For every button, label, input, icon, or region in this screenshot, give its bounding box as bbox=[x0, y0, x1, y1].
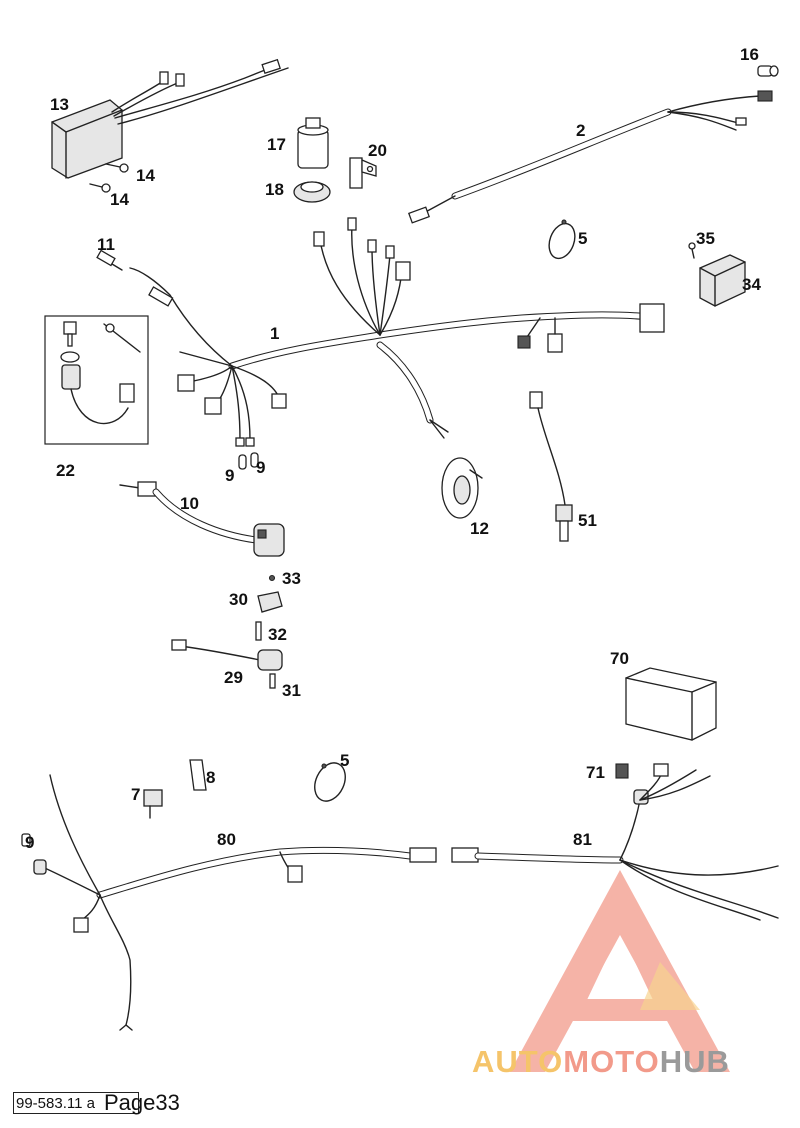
nut-33 bbox=[268, 574, 276, 582]
screw-14-upper bbox=[105, 163, 129, 173]
callout-33: 33 bbox=[282, 569, 301, 588]
callout-17: 17 bbox=[267, 135, 286, 154]
callout-11: 11 bbox=[97, 235, 115, 254]
horn[interactable] bbox=[441, 457, 483, 519]
callout-10: 10 bbox=[180, 494, 199, 513]
fuse-holder-71[interactable] bbox=[615, 763, 629, 779]
logo-text-auto: AUTO bbox=[472, 1044, 564, 1079]
callout-81: 81 bbox=[573, 830, 592, 849]
screw-31 bbox=[269, 673, 276, 689]
callout-71: 71 bbox=[586, 763, 605, 782]
callout-9-left: 9 bbox=[225, 466, 234, 485]
callout-70: 70 bbox=[610, 649, 629, 668]
callout-51: 51 bbox=[578, 511, 597, 530]
callout-18: 18 bbox=[265, 180, 284, 199]
sensor-11[interactable] bbox=[96, 249, 123, 271]
cdi-unit[interactable] bbox=[51, 58, 289, 179]
cable-tie-lower[interactable] bbox=[309, 758, 351, 806]
bulb-9-right[interactable] bbox=[250, 452, 259, 468]
housing-30[interactable] bbox=[257, 591, 283, 613]
callout-22: 22 bbox=[56, 461, 75, 480]
callout-13: 13 bbox=[50, 95, 69, 114]
callout-1: 1 bbox=[270, 324, 279, 343]
screw-14-lower bbox=[89, 183, 111, 193]
logo-text-moto: MOTO bbox=[563, 1044, 660, 1079]
bulb-9-left[interactable] bbox=[238, 454, 247, 470]
callout-30: 30 bbox=[229, 590, 248, 609]
callout-9-rear: 9 bbox=[25, 833, 34, 852]
watermark-logo-text: AUTOMOTOHUB bbox=[472, 1044, 730, 1080]
callout-31: 31 bbox=[282, 681, 301, 700]
bracket-8[interactable] bbox=[189, 759, 207, 791]
screw-32 bbox=[255, 621, 262, 641]
callout-5-lower: 5 bbox=[340, 751, 349, 770]
callout-16: 16 bbox=[740, 45, 759, 64]
bracket-20[interactable] bbox=[349, 157, 377, 189]
callout-14-lower: 14 bbox=[110, 190, 129, 209]
bulb-16[interactable] bbox=[757, 65, 779, 77]
logo-text-hub: HUB bbox=[659, 1044, 730, 1079]
callout-29: 29 bbox=[224, 668, 243, 687]
document-code: 99-583.11 a bbox=[13, 1092, 139, 1114]
page-number: Page33 bbox=[104, 1090, 180, 1115]
main-wiring-harness[interactable] bbox=[129, 217, 665, 447]
cable-tie-upper[interactable] bbox=[545, 219, 580, 262]
callout-35: 35 bbox=[696, 229, 715, 248]
temperature-sensor[interactable] bbox=[529, 391, 573, 542]
switch-10[interactable] bbox=[119, 481, 285, 557]
regulator[interactable] bbox=[699, 254, 746, 307]
callout-34: 34 bbox=[742, 275, 761, 294]
cable-harness-2[interactable] bbox=[407, 90, 773, 224]
callout-7: 7 bbox=[131, 785, 140, 804]
ignition-key[interactable] bbox=[63, 321, 77, 347]
ignition-switch-frame bbox=[44, 315, 149, 445]
callout-80: 80 bbox=[217, 830, 236, 849]
ignition-lock[interactable] bbox=[60, 323, 141, 425]
capacitor[interactable] bbox=[297, 117, 329, 169]
callout-9-right: 9 bbox=[256, 458, 265, 477]
front-harness-81[interactable] bbox=[451, 763, 779, 921]
callout-labels: 1 2 5 5 7 8 9 9 9 10 11 12 13 14 14 16 1… bbox=[25, 45, 761, 852]
callout-5-upper: 5 bbox=[578, 229, 587, 248]
relay[interactable] bbox=[143, 789, 163, 819]
callout-14-upper: 14 bbox=[136, 166, 155, 185]
watermark-logo-mark bbox=[510, 870, 730, 1072]
callout-8: 8 bbox=[206, 768, 215, 787]
screw-35 bbox=[688, 242, 696, 259]
rear-harness-80[interactable] bbox=[21, 774, 437, 1031]
callout-12: 12 bbox=[470, 519, 489, 538]
rubber-ring[interactable] bbox=[293, 181, 331, 203]
callout-20: 20 bbox=[368, 141, 387, 160]
switch-29[interactable] bbox=[171, 639, 283, 671]
callout-32: 32 bbox=[268, 625, 287, 644]
battery[interactable] bbox=[625, 667, 717, 741]
callout-2: 2 bbox=[576, 121, 585, 140]
